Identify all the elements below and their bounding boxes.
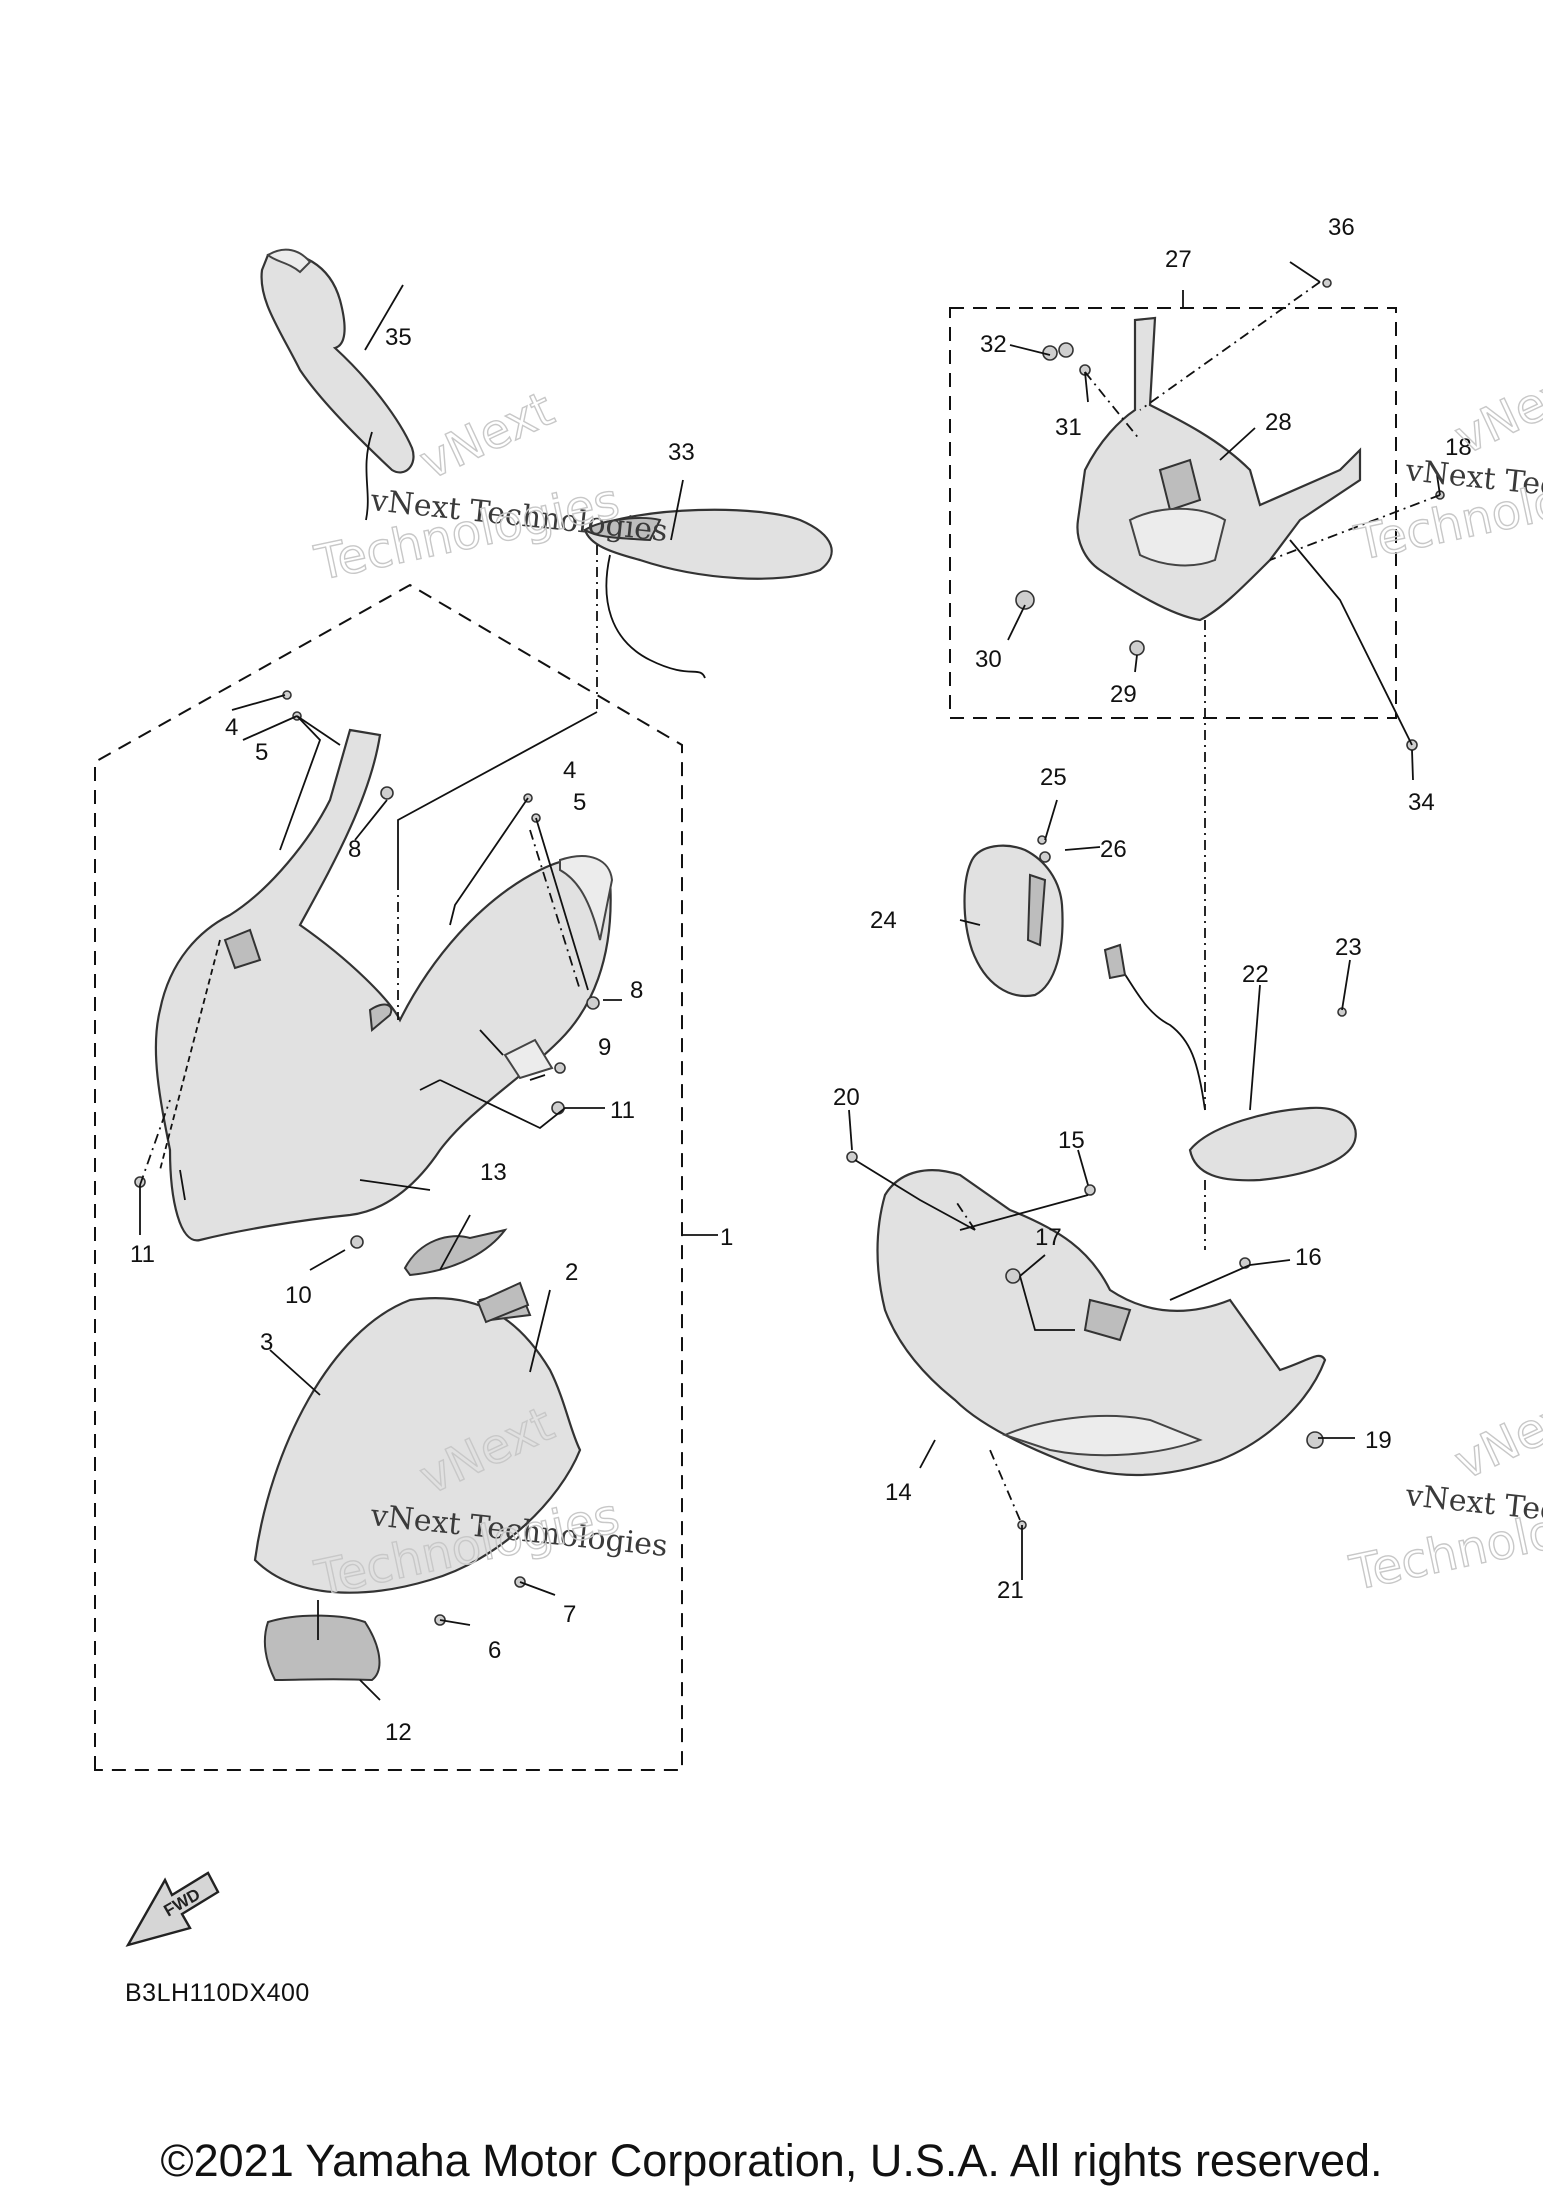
callout-11a: 11 xyxy=(610,1097,635,1124)
callout-25: 25 xyxy=(1040,764,1067,791)
callout-11b: 11 xyxy=(130,1241,155,1268)
callout-35: 35 xyxy=(385,324,412,351)
callout-36: 36 xyxy=(1328,214,1355,241)
callout-4b: 4 xyxy=(563,757,576,784)
callout-30: 30 xyxy=(975,646,1002,673)
part-turn-signal-33 xyxy=(583,508,833,679)
watermark-4-line2: vNext xyxy=(1446,1381,1543,1491)
callout-31: 31 xyxy=(1055,414,1082,441)
callout-4a: 4 xyxy=(225,714,238,741)
callout-5a: 5 xyxy=(255,739,268,766)
callout-34: 34 xyxy=(1408,789,1435,816)
callout-15: 15 xyxy=(1058,1127,1085,1154)
callout-9: 9 xyxy=(598,1034,611,1061)
watermark-4: vNext Technologies vNext Technologies xyxy=(1344,1380,1543,1602)
callout-21: 21 xyxy=(997,1577,1024,1604)
callout-28: 28 xyxy=(1265,409,1292,436)
callout-12: 12 xyxy=(385,1719,412,1746)
callout-10: 10 xyxy=(285,1282,312,1309)
callout-18: 18 xyxy=(1445,434,1472,461)
part-panel-9 xyxy=(503,1038,554,1080)
callout-2: 2 xyxy=(565,1259,578,1286)
callout-14: 14 xyxy=(885,1479,912,1506)
watermark-1-line3: Technologies xyxy=(310,473,624,592)
callout-23: 23 xyxy=(1335,934,1362,961)
hardware-group-14 xyxy=(846,835,1347,1530)
group-outline-27 xyxy=(949,307,1397,719)
callout-16: 16 xyxy=(1295,1244,1322,1271)
callout-8a: 8 xyxy=(348,836,361,863)
part-bracket-13 xyxy=(403,1228,508,1277)
callout-1: 1 xyxy=(720,1224,733,1251)
callout-7: 7 xyxy=(563,1601,576,1628)
callout-26: 26 xyxy=(1100,836,1127,863)
part-stay-28 xyxy=(1076,316,1362,622)
callout-33: 33 xyxy=(668,439,695,466)
callout-labels: 1 2 3 4 4 5 5 6 7 8 8 9 10 11 11 12 13 1… xyxy=(130,214,1472,1746)
part-sticker-2 xyxy=(476,1281,530,1324)
callout-5b: 5 xyxy=(573,789,586,816)
part-stay-14 xyxy=(876,1169,1327,1477)
part-headlight-22 xyxy=(1103,943,1357,1182)
callout-19: 19 xyxy=(1365,1427,1392,1454)
callout-24: 24 xyxy=(870,907,897,934)
part-mirror-35 xyxy=(260,248,415,521)
part-meter-24 xyxy=(963,844,1064,997)
callout-6: 6 xyxy=(488,1637,501,1664)
copyright-footer: ©2021 Yamaha Motor Corporation, U.S.A. A… xyxy=(160,2135,1383,2186)
callout-29: 29 xyxy=(1110,681,1137,708)
leader-lines xyxy=(139,261,1441,1701)
callout-13: 13 xyxy=(480,1159,507,1186)
callout-20: 20 xyxy=(833,1084,860,1111)
callout-22: 22 xyxy=(1242,961,1269,988)
callout-8b: 8 xyxy=(630,977,643,1004)
callout-32: 32 xyxy=(980,331,1007,358)
part-upper-fairing xyxy=(154,728,614,1242)
hardware-group-27 xyxy=(1015,278,1445,751)
fwd-arrow-icon: FWD xyxy=(125,1871,220,1947)
callout-3: 3 xyxy=(260,1329,273,1356)
watermark-1-line2: vNext xyxy=(411,381,562,491)
group-outline-1 xyxy=(94,583,683,1771)
callout-17: 17 xyxy=(1035,1224,1062,1251)
watermark-3: vNext Technologies vNext Technologies xyxy=(1349,355,1543,572)
diagram-code: B3LH110DX400 xyxy=(125,1979,310,2007)
callout-27: 27 xyxy=(1165,246,1192,273)
part-deflector-12 xyxy=(263,1614,381,1682)
